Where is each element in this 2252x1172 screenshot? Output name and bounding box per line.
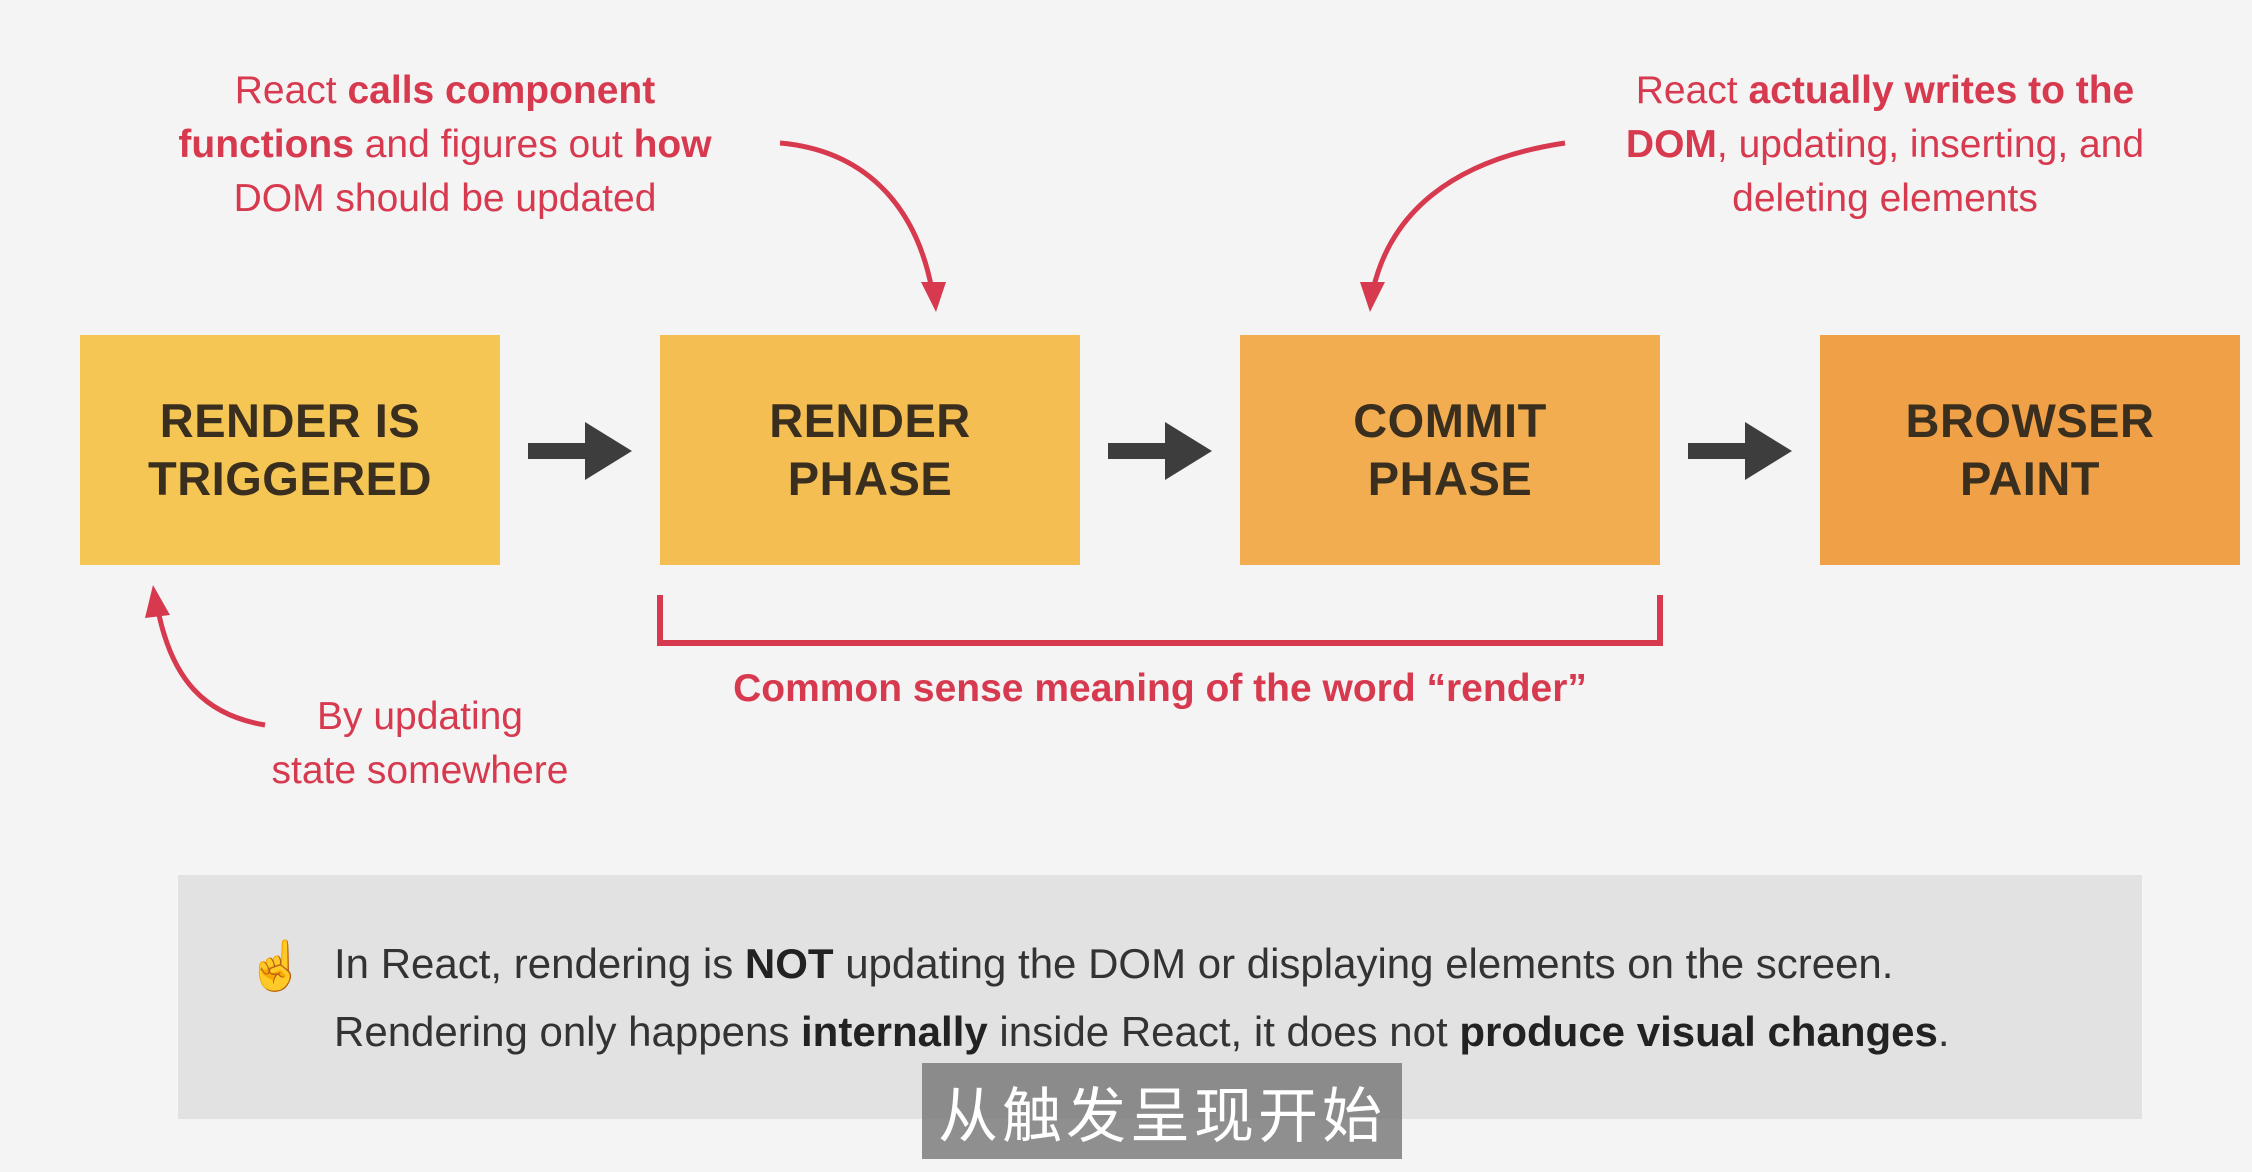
commit-phase-annotation: React actually writes to the DOM, updati… bbox=[1625, 69, 2145, 220]
pointing-up-hand-icon: ☝️ bbox=[246, 940, 306, 993]
box-label: RENDER IS TRIGGERED bbox=[148, 394, 432, 505]
flow-arrow-1 bbox=[528, 422, 632, 480]
info-callout: ☝️ In React, rendering is NOT updating t… bbox=[178, 875, 2142, 1119]
box-label: RENDER PHASE bbox=[769, 394, 971, 505]
curved-arrow-commit-phase bbox=[1370, 140, 1566, 291]
info-line-2: Rendering only happens internally inside… bbox=[334, 1008, 1950, 1055]
curved-arrow-trigger bbox=[155, 609, 266, 728]
arrowhead-commit-phase bbox=[1360, 282, 1385, 312]
flow-arrow-2 bbox=[1108, 422, 1212, 480]
curved-arrow-render-phase bbox=[779, 140, 935, 291]
box-browser-paint: BROWSER PAINT bbox=[1820, 335, 2240, 565]
box-render-is-triggered: RENDER IS TRIGGERED bbox=[80, 335, 500, 565]
trigger-annotation: By updating state somewhere bbox=[271, 695, 569, 792]
arrowhead-render-phase bbox=[921, 282, 946, 312]
common-sense-label: Common sense meaning of the word “render… bbox=[733, 667, 1587, 710]
flow-arrow-3 bbox=[1688, 422, 1792, 480]
box-render-phase: RENDER PHASE bbox=[660, 335, 1080, 565]
info-line-1: In React, rendering is NOT updating the … bbox=[334, 940, 1894, 987]
box-label: BROWSER PAINT bbox=[1905, 394, 2155, 505]
video-subtitle: 从触发呈现开始 bbox=[922, 1063, 1402, 1159]
render-bracket bbox=[657, 595, 1663, 646]
box-commit-phase: COMMIT PHASE bbox=[1240, 335, 1660, 565]
box-label: COMMIT PHASE bbox=[1353, 394, 1547, 505]
render-phase-annotation: React calls component functions and figu… bbox=[178, 69, 712, 220]
arrowhead-trigger bbox=[145, 585, 170, 618]
